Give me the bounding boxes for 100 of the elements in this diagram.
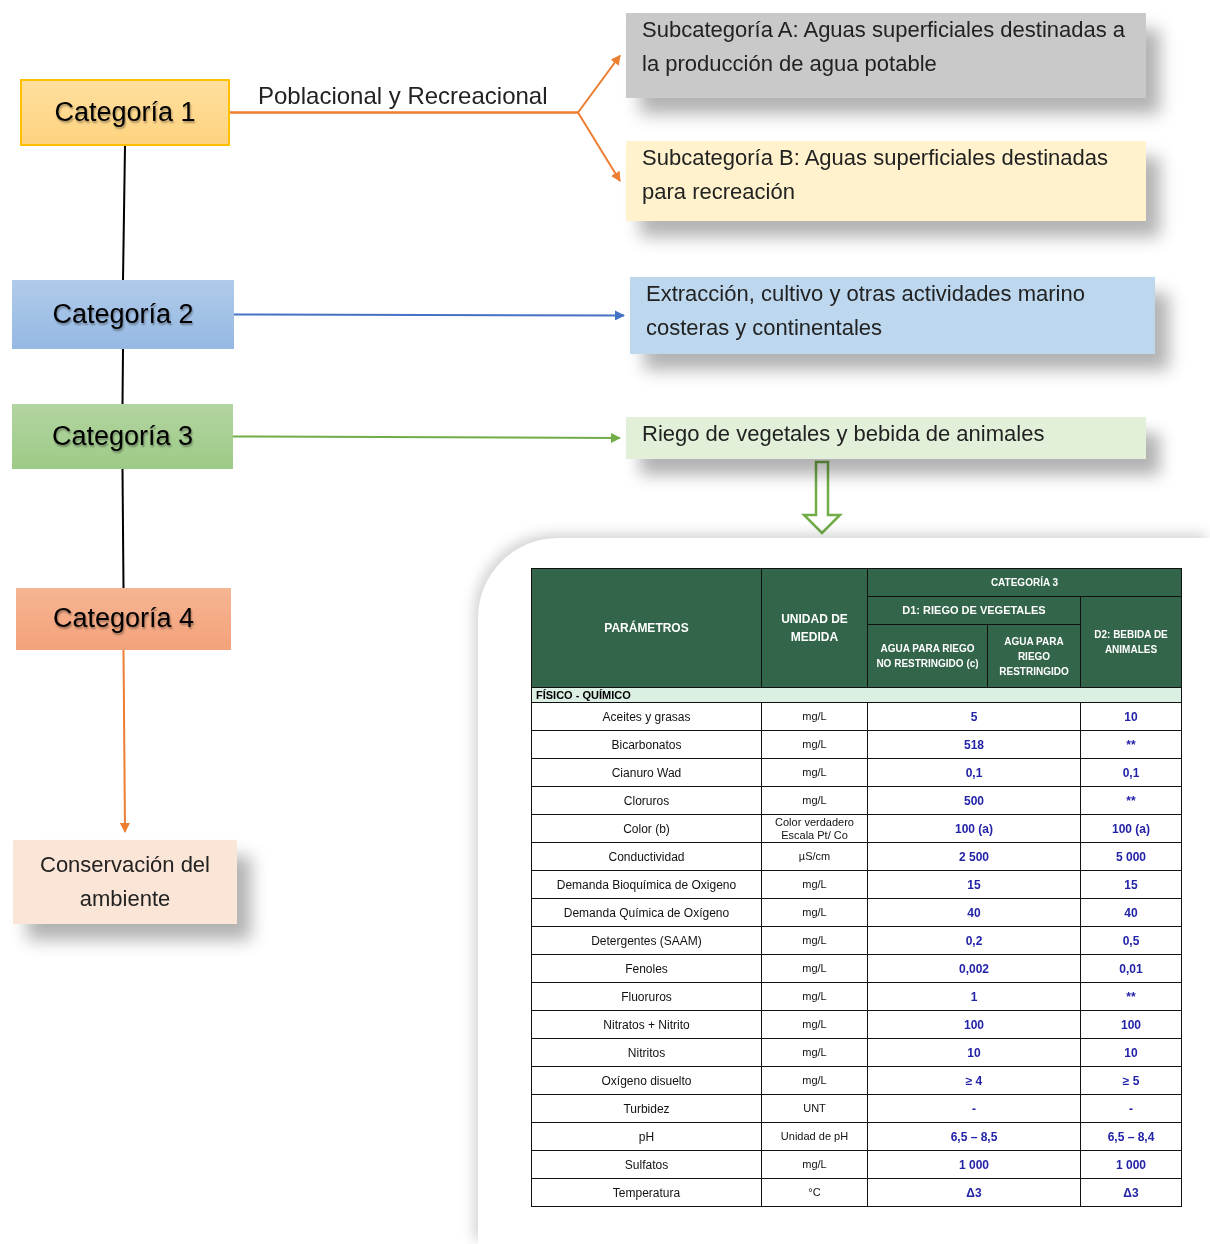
- parameter-cell: Color (b): [531, 814, 762, 843]
- header-cell: UNIDAD DE MEDIDA: [761, 568, 868, 688]
- unit-cell: mg/L: [761, 730, 868, 759]
- value-cell: 40: [1080, 898, 1182, 927]
- unit-cell: °C: [761, 1178, 868, 1207]
- value-cell: 500: [867, 786, 1081, 815]
- box-label: Categoría 2: [51, 297, 195, 331]
- header-cell: PARÁMETROS: [531, 568, 762, 688]
- header-cell: AGUA PARA RIEGO RESTRINGIDO: [987, 624, 1081, 688]
- unit-cell: UNT: [761, 1094, 868, 1123]
- box-label: Extracción, cultivo y otras actividades marino costeras y continentales: [646, 280, 1086, 343]
- value-cell: 0,1: [1080, 758, 1182, 787]
- arrow: [229, 111, 621, 182]
- value-cell: 100: [1080, 1010, 1182, 1039]
- value-cell: 0,01: [1080, 954, 1182, 983]
- category-box: [16, 588, 231, 650]
- parameter-cell: Bicarbonatos: [531, 730, 762, 759]
- value-cell: 0,2: [867, 926, 1081, 955]
- box-label: Categoría 3: [50, 419, 195, 453]
- use-box: [630, 277, 1155, 354]
- value-cell: 100: [867, 1010, 1081, 1039]
- parameter-cell: Conductividad: [531, 842, 762, 871]
- use-box: [626, 417, 1146, 459]
- unit-cell: µS/cm: [761, 842, 868, 871]
- category-box: [12, 404, 233, 469]
- parameter-cell: Cianuro Wad: [531, 758, 762, 787]
- value-cell: 0,002: [867, 954, 1081, 983]
- value-cell: 100 (a): [1080, 814, 1182, 843]
- box-label: Categoría 1: [53, 95, 197, 129]
- header-cell: D2: BEBIDA DE ANIMALES: [1080, 596, 1182, 688]
- value-cell: ≥ 4: [867, 1066, 1081, 1095]
- unit-cell: Unidad de pH: [761, 1122, 868, 1151]
- unit-cell: mg/L: [761, 786, 868, 815]
- value-cell: 1 000: [867, 1150, 1081, 1179]
- arrow: [119, 649, 130, 833]
- value-cell: 518: [867, 730, 1081, 759]
- value-cell: 6,5 – 8,5: [867, 1122, 1081, 1151]
- unit-cell: mg/L: [761, 1010, 868, 1039]
- box-label: Riego de vegetales y bebida de animales: [642, 420, 1046, 448]
- subcategory-box: [626, 13, 1146, 98]
- value-cell: Δ3: [1080, 1178, 1182, 1207]
- value-cell: **: [1080, 786, 1182, 815]
- box-label: Subcategoría B: Aguas superficiales destinadas para recreación: [642, 144, 1109, 207]
- value-cell: -: [867, 1094, 1081, 1123]
- connector-line: [122, 145, 126, 281]
- header-cell: D1: RIEGO DE VEGETALES: [867, 596, 1081, 625]
- table-card: [478, 538, 1210, 1244]
- unit-cell: Color verdadero Escala Pt/ Co: [761, 814, 868, 843]
- parameter-cell: Nitratos + Nitrito: [531, 1010, 762, 1039]
- parameter-cell: Cloruros: [531, 786, 762, 815]
- box-label: Categoría 4: [51, 602, 196, 636]
- unit-cell: mg/L: [761, 702, 868, 731]
- value-cell: 1 000: [1080, 1150, 1182, 1179]
- category-box: [20, 79, 230, 146]
- box-label: Conservación del ambiente: [39, 850, 211, 913]
- subcategory-box: [626, 141, 1146, 221]
- arrow: [233, 310, 625, 321]
- parameter-cell: Fenoles: [531, 954, 762, 983]
- value-cell: 15: [1080, 870, 1182, 899]
- value-cell: 10: [1080, 702, 1182, 731]
- value-cell: 0,1: [867, 758, 1081, 787]
- parameter-cell: Oxígeno disuelto: [531, 1066, 762, 1095]
- parameter-cell: pH: [531, 1122, 762, 1151]
- header-cell: AGUA PARA RIEGO NO RESTRINGIDO (c): [867, 624, 988, 688]
- unit-cell: mg/L: [761, 898, 868, 927]
- value-cell: 10: [1080, 1038, 1182, 1067]
- connector-line: [121, 468, 125, 589]
- parameter-cell: Turbidez: [531, 1094, 762, 1123]
- parameter-cell: Sulfatos: [531, 1150, 762, 1179]
- value-cell: 15: [867, 870, 1081, 899]
- parameter-cell: Nitritos: [531, 1038, 762, 1067]
- box-label: Subcategoría A: Aguas superficiales destinadas a la producción de agua potable: [642, 16, 1127, 79]
- connector-line: [121, 348, 124, 405]
- value-cell: -: [1080, 1094, 1182, 1123]
- value-cell: 10: [867, 1038, 1081, 1067]
- unit-cell: mg/L: [761, 1150, 868, 1179]
- value-cell: 100 (a): [867, 814, 1081, 843]
- parameter-cell: Detergentes (SAAM): [531, 926, 762, 955]
- value-cell: 5 000: [1080, 842, 1182, 871]
- unit-cell: mg/L: [761, 954, 868, 983]
- unit-cell: mg/L: [761, 926, 868, 955]
- value-cell: 40: [867, 898, 1081, 927]
- unit-cell: mg/L: [761, 1038, 868, 1067]
- unit-cell: mg/L: [761, 870, 868, 899]
- value-cell: 1: [867, 982, 1081, 1011]
- block-arrow: [801, 460, 843, 535]
- value-cell: Δ3: [867, 1178, 1081, 1207]
- parameter-cell: Demanda Química de Oxígeno: [531, 898, 762, 927]
- parameter-cell: Aceites y grasas: [531, 702, 762, 731]
- category-box: [12, 280, 234, 349]
- parameter-cell: Fluoruros: [531, 982, 762, 1011]
- parameter-cell: Temperatura: [531, 1178, 762, 1207]
- header-cell: CATEGORÍA 3: [867, 568, 1182, 597]
- unit-cell: mg/L: [761, 982, 868, 1011]
- arrow: [232, 432, 621, 443]
- value-cell: 6,5 – 8,4: [1080, 1122, 1182, 1151]
- value-cell: 5: [867, 702, 1081, 731]
- value-cell: 2 500: [867, 842, 1081, 871]
- value-cell: **: [1080, 982, 1182, 1011]
- use-box: [13, 840, 237, 924]
